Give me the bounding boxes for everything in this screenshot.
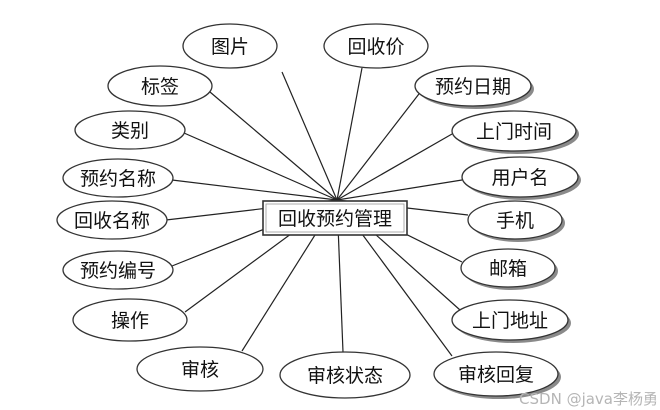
attribute-node-shangmenshijian: 上门时间 [451,110,579,154]
entity-inner-box [265,203,405,233]
attribute-ellipse [451,299,569,341]
attribute-label: 审核状态 [307,365,383,387]
attribute-ellipse [62,158,174,198]
attribute-node-shenhe: 审核 [136,346,264,392]
attribute-label: 预约编号 [80,260,156,282]
attribute-node-caozuo: 操作 [72,298,188,342]
attribute-node-yonghuming: 用户名 [461,156,581,200]
attribute-label: 审核 [181,359,219,381]
connector-line-huishoujia [336,67,363,201]
attribute-node-yuyuemingcheng: 预约名称 [62,158,174,198]
attribute-label: 标签 [141,76,179,98]
attribute-label: 上门时间 [476,121,552,143]
attribute-node-leibie: 类别 [74,110,186,150]
attribute-ellipse [460,248,556,288]
attribute-ellipse [414,65,532,107]
attribute-ellipse [182,23,278,69]
connector-line-yonghuming [336,179,463,201]
attribute-node-shangmendizhi: 上门地址 [451,299,571,343]
attribute-ellipse [72,298,188,342]
connector-line-yuyueriqi [336,89,423,201]
attribute-ellipse [62,250,174,290]
attribute-ellipse [107,65,213,107]
attribute-ellipse [279,351,411,399]
attribute-ellipse [74,110,186,150]
attribute-ellipse [136,346,264,392]
attribute-ellipse [433,351,559,397]
attribute-label: 类别 [111,120,149,142]
attribute-node-yuyueriqi: 预约日期 [414,65,534,109]
attribute-ellipse [56,200,168,240]
attribute-node-shouji: 手机 [467,200,565,242]
entity-label: 回收预约管理 [278,208,392,230]
attribute-node-shenhehuifu: 审核回复 [433,351,561,399]
attribute-label: 预约日期 [435,76,511,98]
attribute-node-huishoujia: 回收价 [323,23,429,69]
attribute-node-yuyuebianhao: 预约编号 [62,250,174,290]
watermark: CSDN @java李杨勇 [519,390,658,408]
connector-line-shangmenshijian [336,133,453,201]
attribute-node-shenhezhuangtai: 审核状态 [279,351,411,399]
attribute-label: 上门地址 [472,310,548,332]
attribute-label: 预约名称 [80,168,156,190]
attribute-label: 用户名 [491,167,548,189]
entity-box [262,200,408,236]
entity-node: 回收预约管理 [262,200,408,236]
attribute-label: 手机 [496,210,534,232]
attribute-node-youxiang: 邮箱 [460,248,558,290]
attribute-ellipse [461,156,579,198]
attribute-label: 回收名称 [74,210,150,232]
attribute-label: 审核回复 [458,364,534,386]
connector-line-yuyuemingcheng [171,179,338,201]
attribute-ellipse [467,200,563,240]
attribute-label: 回收价 [347,36,404,58]
attribute-node-biaoqian: 标签 [107,65,213,107]
attribute-ellipse [323,23,429,69]
attribute-node-huishoumingcheng: 回收名称 [56,200,168,240]
attribute-ellipse [451,110,577,152]
connector-line-leibie [183,132,338,201]
attribute-node-tupian: 图片 [182,23,278,69]
attribute-label: 邮箱 [489,258,527,280]
connector-line-biaoqian [209,91,338,201]
attribute-label: 操作 [111,310,149,332]
attribute-label: 图片 [211,36,249,58]
connector-line-tupian [281,71,338,201]
